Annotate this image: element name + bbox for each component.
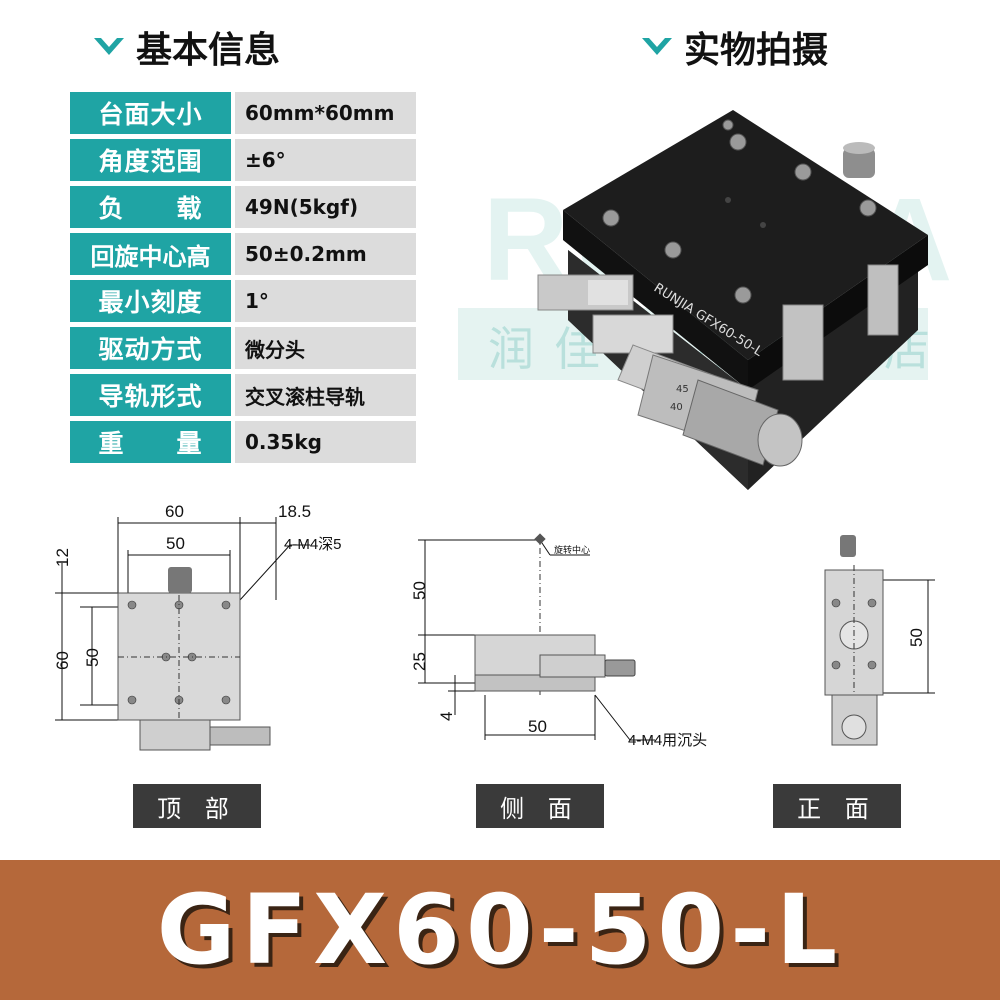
photo-title-text: 实物拍摄 [684,30,829,71]
spec-row: 驱动方式微分头 [70,327,416,369]
dim-label: 60 [53,651,72,670]
dim-label: 50 [528,717,547,736]
spec-row: 导轨形式交叉滚柱导轨 [70,374,416,416]
dim-label: 12 [53,548,72,567]
chevron-down-icon [642,38,672,55]
micrometer-mark: 40 [670,402,683,413]
dim-label: 60 [165,502,184,521]
spec-label: 负 载 [70,186,231,228]
note-label: 4-M4用沉头 [628,732,707,749]
spec-value: 50±0.2mm [235,233,416,275]
spec-value: 交叉滚柱导轨 [235,374,416,416]
spec-value: 微分头 [235,327,416,369]
spec-value: 49N(5kgf) [235,186,416,228]
spec-value: 1° [235,280,416,322]
spec-label: 最小刻度 [70,280,231,322]
spec-row: 角度范围±6° [70,139,416,181]
spec-value: ±6° [235,139,416,181]
spec-label: 台面大小 [70,92,231,134]
dim-label: 18.5 [278,502,311,521]
caption-top: 顶 部 [133,784,261,828]
dim-label: 4 [437,712,456,721]
front-drawing: 50 [824,535,935,746]
spec-label: 驱动方式 [70,327,231,369]
model-banner: GFX60-50-L [0,860,1000,1000]
spec-label: 回旋中心高 [70,233,231,275]
spec-label: 角度范围 [70,139,231,181]
caption-side: 侧 面 [476,784,604,828]
dim-label: 25 [410,652,429,671]
spec-value: 60mm*60mm [235,92,416,134]
spec-label: 重 量 [70,421,231,463]
note-label: 4-M4深5 [284,536,342,553]
caption-front: 正 面 [773,784,901,828]
dim-label: 50 [83,648,102,667]
product-photo: RUNJIA 润佳自方旗舰店 45 40 RUNJIA GFX60-50-L [458,110,952,490]
chevron-down-icon [94,38,124,55]
micrometer-mark: 45 [676,384,689,395]
basic-info-title: 基本信息 [92,22,280,72]
model-name: GFX60-50-L [156,874,844,986]
top-drawing: 60 18.5 50 12 60 50 4-M4深5 [53,502,342,751]
basic-info-title-text: 基本信息 [136,30,281,71]
note-label: 旋转中心 [554,544,590,556]
spec-value: 0.35kg [235,421,416,463]
side-drawing: 50 25 4 50 旋转中心 4-M4用沉头 [410,533,707,749]
dim-label: 50 [907,628,926,647]
dim-label: 50 [166,534,185,553]
photo-title: 实物拍摄 [640,22,828,72]
spec-label: 导轨形式 [70,374,231,416]
dim-label: 50 [410,581,429,600]
